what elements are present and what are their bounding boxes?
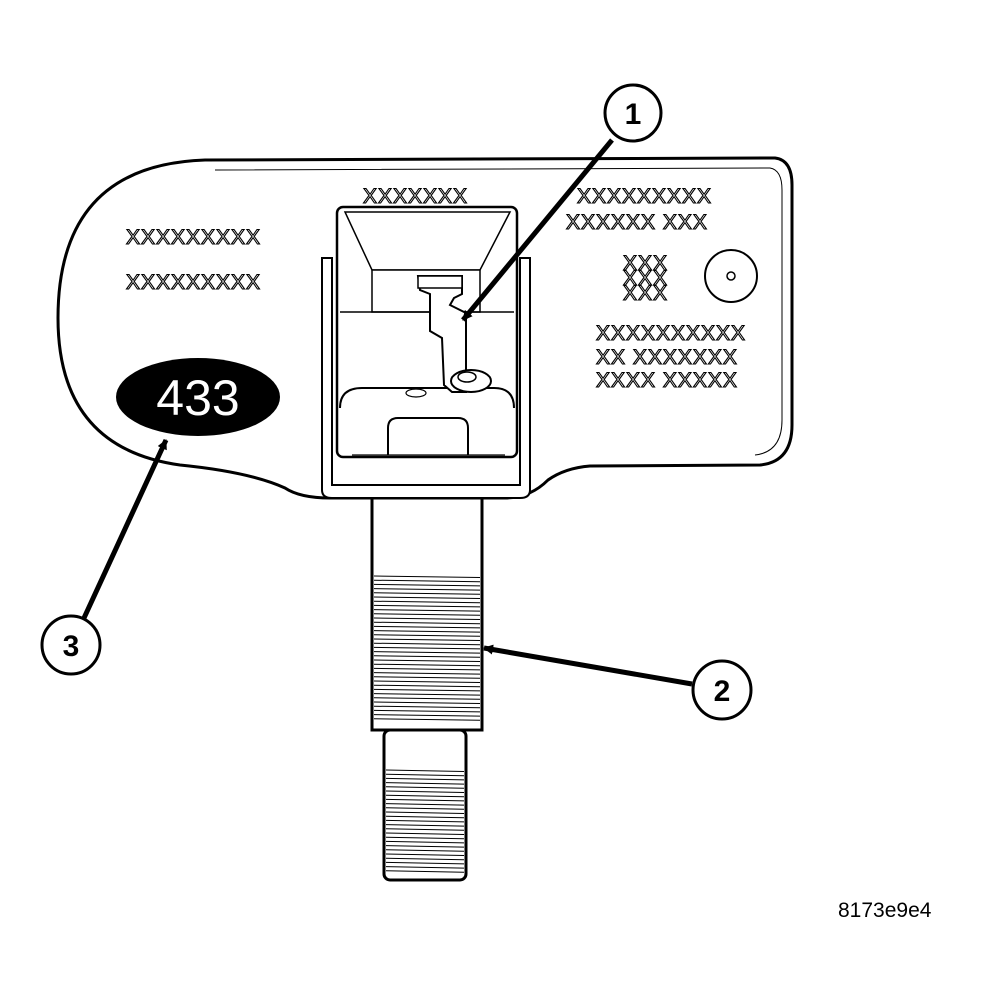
thread-line (385, 769, 465, 772)
thread-line (385, 786, 465, 789)
thread-line (385, 870, 465, 873)
thread-line (385, 824, 465, 827)
thread-line (373, 672, 481, 675)
thread-line (373, 600, 481, 604)
callout-3-number: 3 (63, 630, 80, 663)
thread-line (373, 659, 481, 662)
thread-line (385, 815, 465, 819)
callout-1: 1 (603, 83, 663, 143)
thread-line (385, 777, 465, 781)
frequency-badge-label: 433 (156, 370, 239, 426)
callout-1-number: 1 (625, 98, 642, 131)
thread-line (385, 866, 465, 869)
thread-line (385, 798, 465, 802)
callout-2-leader (483, 644, 693, 687)
thread-line (373, 630, 481, 633)
stem-threads-upper (373, 575, 481, 721)
stem-threads-lower (385, 769, 465, 873)
marking-grid-1: XXX (623, 252, 668, 275)
marking-right-1: XXXXXXXXX (577, 185, 712, 208)
marking-lower-right-1: XXXXXXXXXX (596, 322, 746, 345)
thread-line (385, 832, 465, 835)
thread-line (373, 604, 481, 608)
marking-top-center: XXXXXXX (363, 185, 468, 208)
thread-line (373, 714, 481, 717)
thread-line (373, 705, 481, 709)
thread-line (373, 617, 481, 620)
thread-line (385, 840, 465, 844)
thread-line (385, 790, 465, 793)
thread-line (373, 697, 481, 700)
thread-line (385, 828, 465, 831)
thread-line (373, 651, 481, 654)
frequency-badge: 433 (116, 358, 280, 436)
thread-line (373, 625, 481, 629)
callout-3-leader (81, 438, 169, 620)
thread-line (385, 807, 465, 810)
thread-line (373, 642, 481, 646)
thread-line (385, 861, 465, 865)
thread-line (373, 634, 481, 637)
thread-line (373, 701, 481, 704)
marking-right-2: XXXXXX XXX (566, 211, 708, 234)
thread-line (385, 857, 465, 861)
thread-line (373, 638, 481, 641)
sensor-module (321, 205, 531, 499)
valve-stem (370, 494, 484, 882)
thread-line (373, 646, 481, 650)
thread-line (385, 782, 465, 785)
thread-line (373, 676, 481, 679)
thread-line (385, 794, 465, 798)
thread-line (385, 773, 465, 777)
thread-line (385, 849, 465, 852)
callout-2-number: 2 (714, 675, 731, 708)
thread-line (373, 655, 481, 658)
marking-lower-right-3: XXXX XXXXX (596, 369, 738, 392)
thread-line (373, 663, 481, 667)
thread-line (373, 684, 481, 688)
thread-line (385, 819, 465, 823)
thread-line (373, 693, 481, 696)
callout-3: 3 (40, 614, 102, 676)
thread-line (373, 592, 481, 595)
thread-line (373, 579, 481, 583)
thread-line (373, 588, 481, 591)
thread-line (385, 811, 465, 814)
marking-grid-3: XXX (623, 282, 668, 305)
thread-line (373, 621, 481, 625)
thread-line (373, 596, 481, 599)
figure-id: 8173e9e4 (838, 899, 932, 922)
thread-line (385, 853, 465, 856)
marking-grid-2: XXX (623, 267, 668, 290)
marking-left-2: XXXXXXXXX (126, 271, 261, 294)
thread-line (373, 688, 481, 692)
thread-line (373, 609, 481, 612)
thread-line (373, 709, 481, 713)
marking-left-1: XXXXXXXXX (126, 226, 261, 249)
callout-1-leader (461, 138, 614, 322)
thread-line (385, 836, 465, 840)
thread-line (373, 718, 481, 721)
thread-line (373, 613, 481, 616)
thread-line (373, 583, 481, 587)
marking-lower-right-2: XX XXXXXXX (596, 346, 738, 369)
housing-port-icon (704, 249, 758, 303)
callout-2: 2 (691, 659, 753, 721)
thread-line (373, 680, 481, 683)
thread-line (373, 667, 481, 671)
thread-line (385, 803, 465, 806)
thread-line (385, 845, 465, 848)
thread-line (373, 575, 481, 578)
